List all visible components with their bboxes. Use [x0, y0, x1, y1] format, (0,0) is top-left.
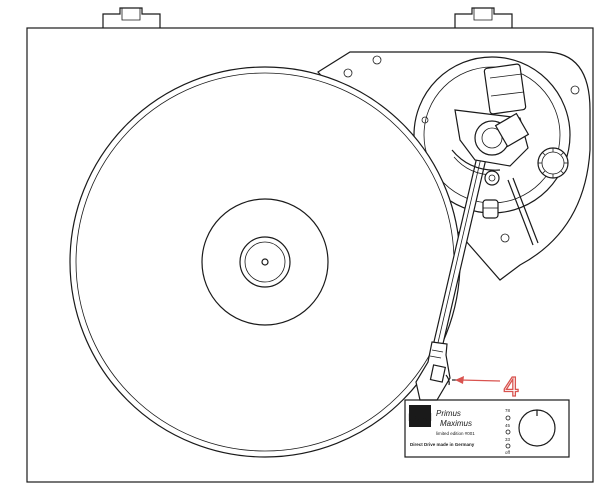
mount-screw-1: [343, 68, 353, 78]
speed-indicators: 78 45 33 off: [505, 408, 511, 455]
hinge-left: [102, 7, 161, 28]
headshell: [415, 341, 462, 401]
drive-label: Direct Drive made in Germany: [410, 442, 475, 447]
spindle-hub-outer: [239, 236, 291, 288]
record-label: [201, 198, 329, 326]
speed-78: 78: [505, 408, 511, 413]
callout-number: 4: [503, 373, 520, 403]
mount-screw-3: [570, 85, 580, 95]
control-panel: Dual Primus Maximus limited edition #001…: [404, 399, 570, 458]
series-line-2: Maximus: [440, 419, 472, 428]
callout-4: 4: [455, 372, 520, 404]
speed-off: off: [505, 450, 511, 455]
plinth: [26, 27, 594, 483]
mount-screw-4: [500, 233, 510, 243]
counterweight: [483, 63, 527, 115]
callout-arrow-line: [459, 379, 501, 382]
arm-lift: [482, 170, 500, 219]
edition-label: limited edition #001: [436, 431, 475, 436]
speed-knob: [518, 409, 556, 447]
tonearm-base-plate: [317, 51, 591, 281]
anti-skate-arc: [451, 149, 501, 171]
brand-logo: Dual: [408, 412, 432, 424]
callout-arrowhead: [455, 376, 464, 384]
speed-45: 45: [505, 423, 511, 428]
hinge-right: [454, 7, 513, 28]
spindle-hub-inner: [244, 241, 286, 283]
spindle: [261, 258, 269, 266]
platter-outer: [69, 66, 461, 458]
mount-screw-2: [372, 55, 382, 65]
series-line-1: Primus: [436, 409, 461, 418]
pivot-screw-a: [421, 116, 429, 124]
brand-badge: [409, 405, 431, 427]
tracking-dial: [537, 147, 569, 179]
cue-lever: [507, 179, 534, 246]
tonearm-bearing: [454, 109, 530, 167]
speed-33: 33: [505, 437, 511, 442]
